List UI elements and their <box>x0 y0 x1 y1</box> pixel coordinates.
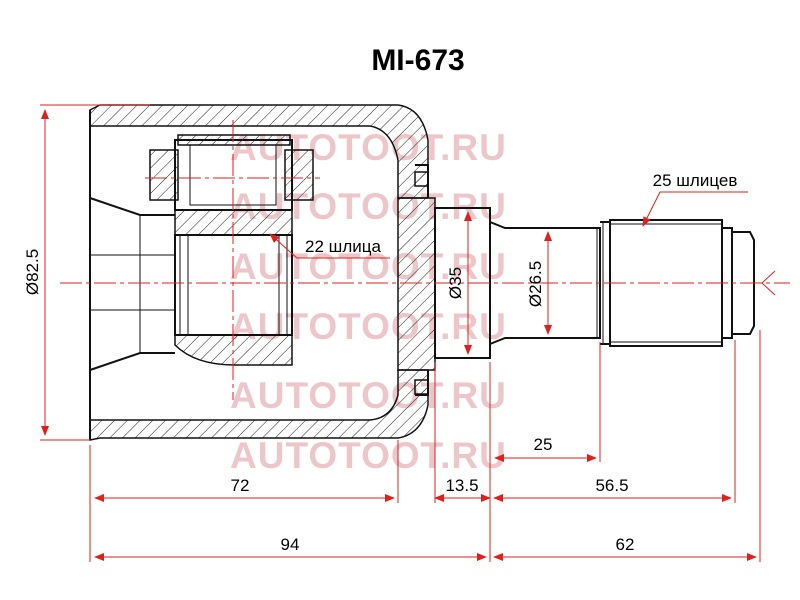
watermark-group: AUTOTOOT.RU AUTOTOOT.RU AUTOTOOT.RU AUTO… <box>230 127 507 476</box>
centerlines <box>60 120 790 400</box>
total-shaft-label: 62 <box>616 535 635 554</box>
outer-diameter-label: Ø82.5 <box>23 249 42 295</box>
housing <box>89 104 436 441</box>
dimension-lines <box>41 109 757 561</box>
shaft-diameter-label: Ø26.5 <box>526 261 545 307</box>
extension-lines <box>40 104 761 562</box>
shaft-length-label: 56.5 <box>595 476 628 495</box>
seal-diameter-label: Ø35 <box>446 267 465 299</box>
watermark-text: AUTOTOOT.RU <box>230 435 507 476</box>
watermark-text: AUTOTOOT.RU <box>230 246 507 287</box>
watermark-text: AUTOTOOT.RU <box>230 127 507 168</box>
watermark-text: AUTOTOOT.RU <box>230 375 507 416</box>
outer-spline-label: 25 шлицев <box>653 171 738 190</box>
housing-length-label: 72 <box>231 476 250 495</box>
collar-length-label: 13.5 <box>445 476 478 495</box>
inner-spline-label: 22 шлица <box>305 237 381 256</box>
spline-length-label: 25 <box>534 435 553 454</box>
part-number-title: MI-673 <box>371 44 464 77</box>
dimension-labels: Ø82.5 Ø35 Ø26.5 25 72 13.5 56.5 94 62 25… <box>23 171 737 554</box>
total-housing-label: 94 <box>281 535 300 554</box>
